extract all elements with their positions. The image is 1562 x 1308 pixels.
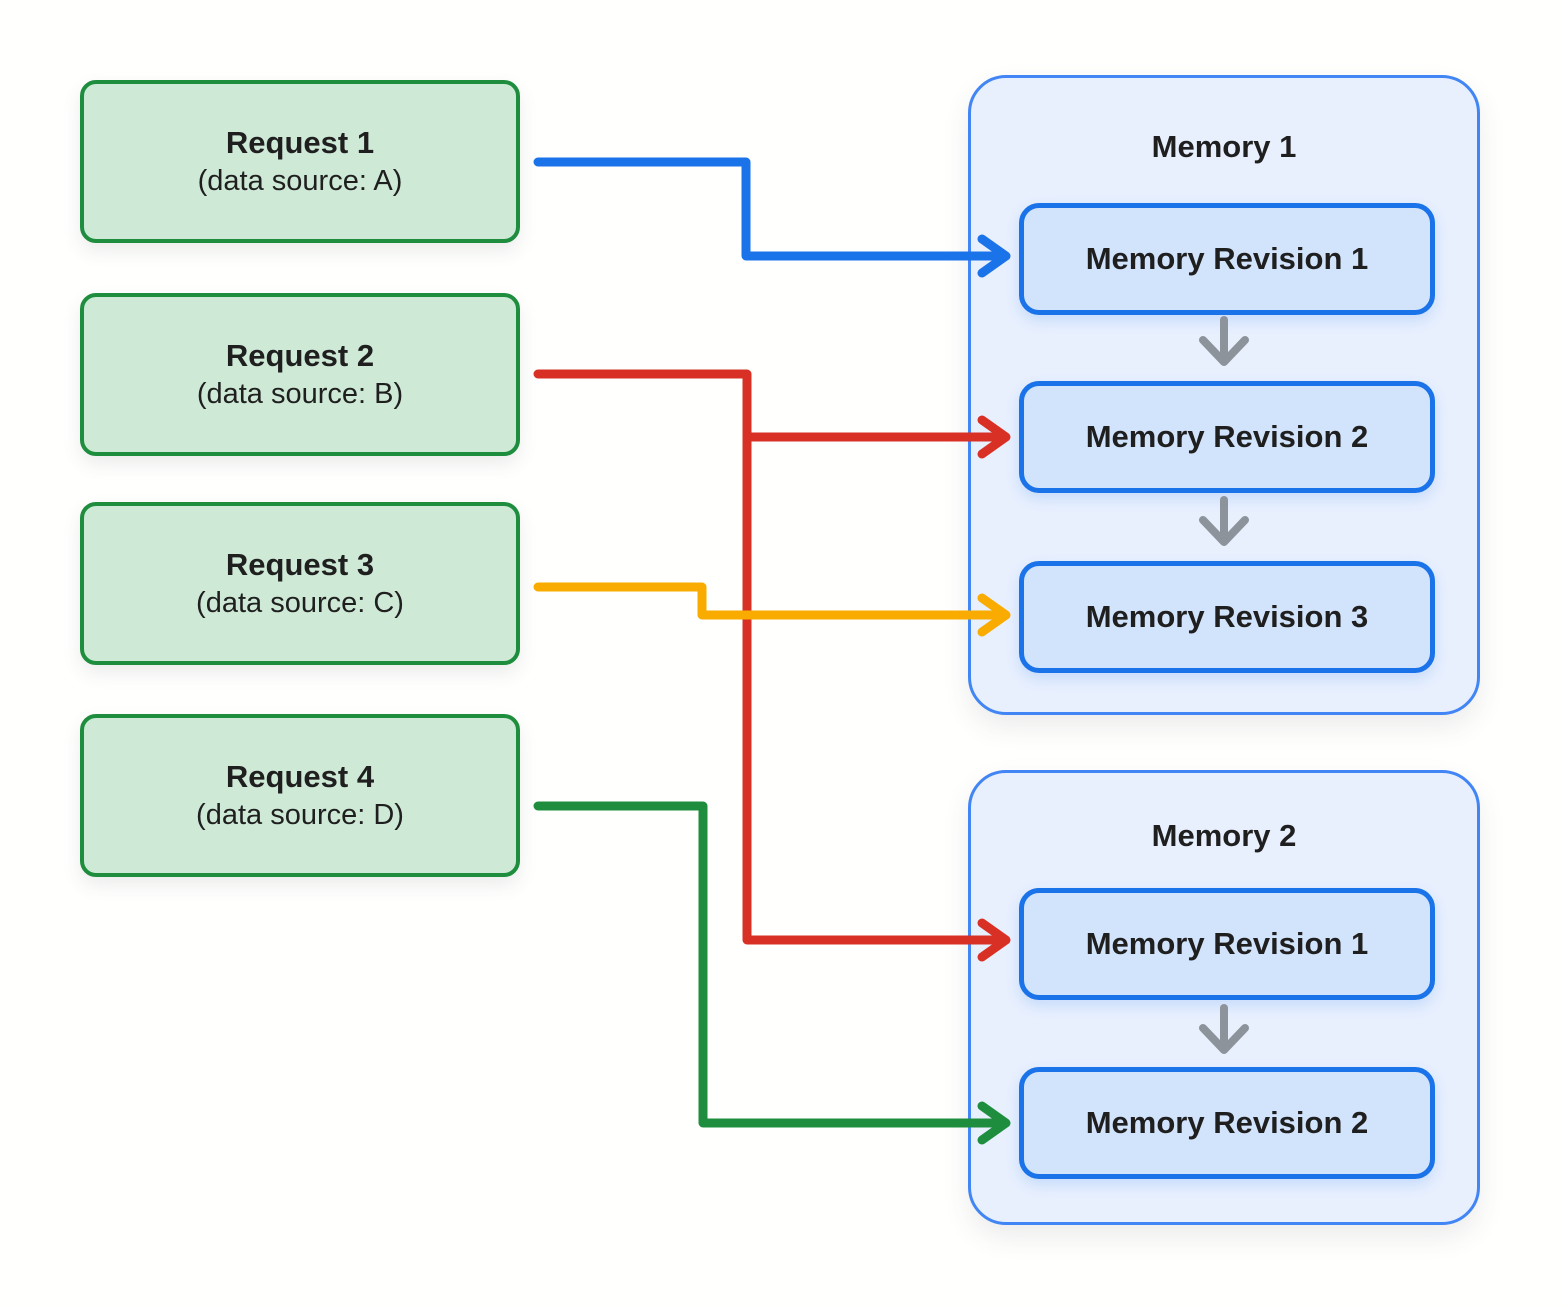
memory-1-revision-1-node: Memory Revision 1	[1019, 203, 1435, 315]
memory-title: Memory 1	[1151, 129, 1297, 164]
connector-request1-arrow	[533, 157, 1011, 278]
revision-label: Memory Revision 1	[1085, 241, 1369, 276]
request-title: Request 2	[225, 338, 375, 373]
memory-1-container: Memory 1 Memory Revision 1 Memory Revisi…	[968, 75, 1480, 715]
request-4-node: Request 4 (data source: D)	[80, 714, 520, 877]
revision-label: Memory Revision 2	[1085, 1105, 1369, 1140]
request-data-source: (data source: C)	[196, 587, 404, 619]
request-data-source: (data source: D)	[196, 799, 404, 831]
connector-request2-arrow	[533, 369, 1011, 962]
request-3-node: Request 3 (data source: C)	[80, 502, 520, 665]
memory-1-revision-3-node: Memory Revision 3	[1019, 561, 1435, 673]
revision-label: Memory Revision 1	[1085, 926, 1369, 961]
revision-label: Memory Revision 3	[1085, 599, 1369, 634]
memory-title: Memory 2	[1151, 818, 1297, 853]
connector-request3-arrow	[533, 582, 1011, 637]
request-data-source: (data source: A)	[197, 165, 403, 197]
request-title: Request 4	[225, 759, 375, 794]
memory-2-container: Memory 2 Memory Revision 1 Memory Revisi…	[968, 770, 1480, 1225]
revision-label: Memory Revision 2	[1085, 419, 1369, 454]
request-data-source: (data source: B)	[196, 378, 404, 410]
connector-request4-arrow	[533, 801, 1011, 1145]
request-title: Request 3	[225, 547, 375, 582]
request-1-node: Request 1 (data source: A)	[80, 80, 520, 243]
memory-2-revision-2-node: Memory Revision 2	[1019, 1067, 1435, 1179]
request-title: Request 1	[225, 125, 375, 160]
memory-2-revision-1-node: Memory Revision 1	[1019, 888, 1435, 1000]
request-2-node: Request 2 (data source: B)	[80, 293, 520, 456]
memory-1-revision-2-node: Memory Revision 2	[1019, 381, 1435, 493]
